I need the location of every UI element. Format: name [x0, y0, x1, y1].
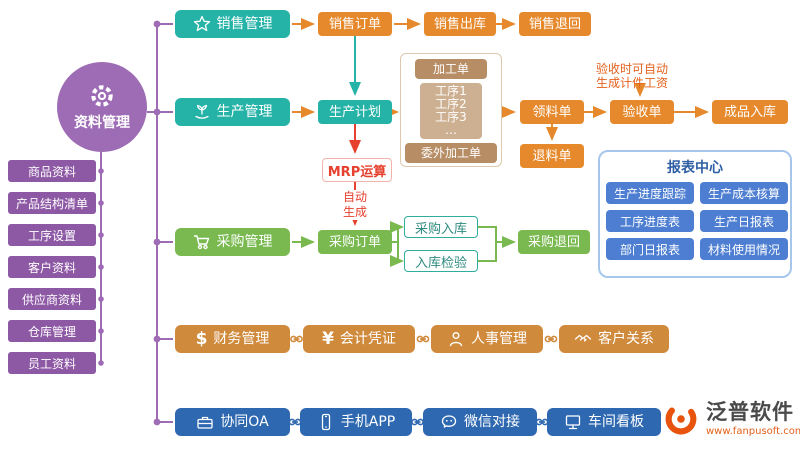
mobile-app-box: 手机APP: [300, 408, 412, 436]
material-return-box: 退料单: [520, 144, 584, 168]
inbound-inspection-box: 入库检验: [404, 250, 478, 272]
process-step: 工序2: [435, 97, 467, 111]
production-plan-box: 生产计划: [318, 100, 392, 124]
accounting-voucher-box: ¥ 会计凭证: [303, 325, 415, 353]
vendor-url: www.fanpusoft.com: [706, 425, 800, 437]
report-production-cost: 生产成本核算: [700, 182, 788, 204]
wechat-box: 微信对接: [423, 408, 537, 436]
oa-module: 协同OA: [175, 408, 290, 436]
monitor-icon: [564, 413, 582, 431]
left-item-employee: 员工资料: [8, 352, 96, 374]
hub-label: 资料管理: [74, 114, 130, 131]
process-step: 工序1: [435, 84, 467, 98]
crm-module: 客户关系: [559, 325, 669, 353]
purchase-inbound-box: 采购入库: [404, 216, 478, 238]
report-production-progress: 生产进度跟踪: [606, 182, 694, 204]
process-group: 加工单 工序1 工序2 工序3 … 委外加工单: [400, 53, 502, 167]
vendor-logo: 泛普软件 www.fanpusoft.com: [662, 400, 800, 438]
hr-module: 人事管理: [431, 325, 543, 353]
briefcase-icon: [196, 413, 214, 431]
sales-return-box: 销售退回: [519, 12, 591, 36]
production-module: 生产管理: [175, 98, 290, 126]
process-step-ellipsis: …: [445, 123, 457, 137]
outsourced-job-box: 委外加工单: [405, 143, 497, 163]
acceptance-note: 验收时可自动 生成计件工资: [596, 62, 669, 90]
handshake-icon: [574, 330, 592, 348]
workshop-board-box: 车间看板: [547, 408, 661, 436]
left-item-goods: 商品资料: [8, 160, 96, 182]
wechat-icon: [440, 413, 458, 431]
process-step: 工序3: [435, 110, 467, 124]
left-item-warehouse: 仓库管理: [8, 320, 96, 342]
acceptance-box: 验收单: [610, 100, 674, 124]
purchase-order-box: 采购订单: [318, 230, 392, 254]
left-item-bom: 产品结构清单: [8, 192, 96, 214]
material-request-box: 领料单: [520, 100, 584, 124]
dollar-icon: $: [195, 328, 208, 349]
auto-generate-note: 自动 生成: [341, 190, 369, 220]
report-center-title: 报表中心: [667, 160, 723, 176]
finance-module: $ 财务管理: [175, 325, 290, 353]
report-process-progress: 工序进度表: [606, 210, 694, 232]
finished-inbound-box: 成品入库: [712, 100, 788, 124]
left-item-process: 工序设置: [8, 224, 96, 246]
process-steps-box: 工序1 工序2 工序3 …: [420, 83, 482, 139]
gear-icon: [89, 83, 115, 109]
sales-module: 销售管理: [175, 10, 290, 38]
data-management-hub: 资料管理: [57, 62, 147, 152]
report-production-daily: 生产日报表: [700, 210, 788, 232]
job-order-box: 加工单: [415, 59, 487, 79]
left-item-customer: 客户资料: [8, 256, 96, 278]
phone-icon: [317, 413, 335, 431]
purchase-module: 采购管理: [175, 228, 290, 256]
sales-order-box: 销售订单: [318, 12, 392, 36]
left-item-supplier: 供应商资料: [8, 288, 96, 310]
mrp-box: MRP运算: [322, 158, 392, 182]
swirl-logo-icon: [662, 400, 700, 438]
yuan-icon: ¥: [322, 328, 334, 349]
vendor-name: 泛普软件: [706, 400, 794, 425]
hand-plant-icon: [193, 103, 211, 121]
sales-outbound-box: 销售出库: [424, 12, 496, 36]
person-icon: [447, 330, 465, 348]
report-department-daily: 部门日报表: [606, 238, 694, 260]
report-material-usage: 材料使用情况: [700, 238, 788, 260]
purchase-return-box: 采购退回: [518, 230, 590, 254]
star-icon: [193, 15, 211, 33]
cart-icon: [193, 233, 211, 251]
